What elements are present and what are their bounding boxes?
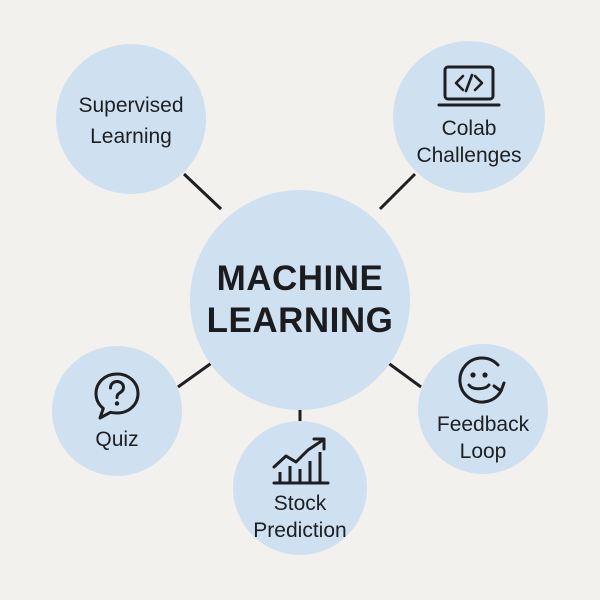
node-feedback-loop: Feedback Loop <box>418 344 548 474</box>
question-bubble-icon <box>94 372 140 419</box>
supervised-line2: Learning <box>90 125 172 148</box>
feedback-line2: Loop <box>459 440 507 463</box>
feedback-line1: Feedback <box>436 413 530 436</box>
node-stock-prediction: Stock Prediction <box>233 421 367 555</box>
central-topic-node: MACHINE LEARNING <box>190 190 410 410</box>
supervised-line1: Supervised <box>78 94 184 117</box>
node-quiz: Quiz <box>52 346 182 476</box>
node-supervised-learning: Supervised Learning <box>56 44 206 194</box>
trend-chart-icon <box>272 437 330 485</box>
stock-line2: Prediction <box>253 519 347 542</box>
colab-line2: Challenges <box>416 144 522 167</box>
node-colab-challenges: Colab Challenges <box>393 41 545 193</box>
central-topic-line1: MACHINE <box>216 259 384 298</box>
central-topic-line2: LEARNING <box>206 301 394 340</box>
stock-line1: Stock <box>273 492 327 515</box>
quiz-label: Quiz <box>95 427 139 451</box>
connector-supervised <box>182 172 223 211</box>
connector-colab <box>378 172 417 211</box>
laptop-code-icon <box>437 65 501 107</box>
smiley-cycle-icon <box>458 356 506 404</box>
colab-line1: Colab <box>441 117 497 140</box>
